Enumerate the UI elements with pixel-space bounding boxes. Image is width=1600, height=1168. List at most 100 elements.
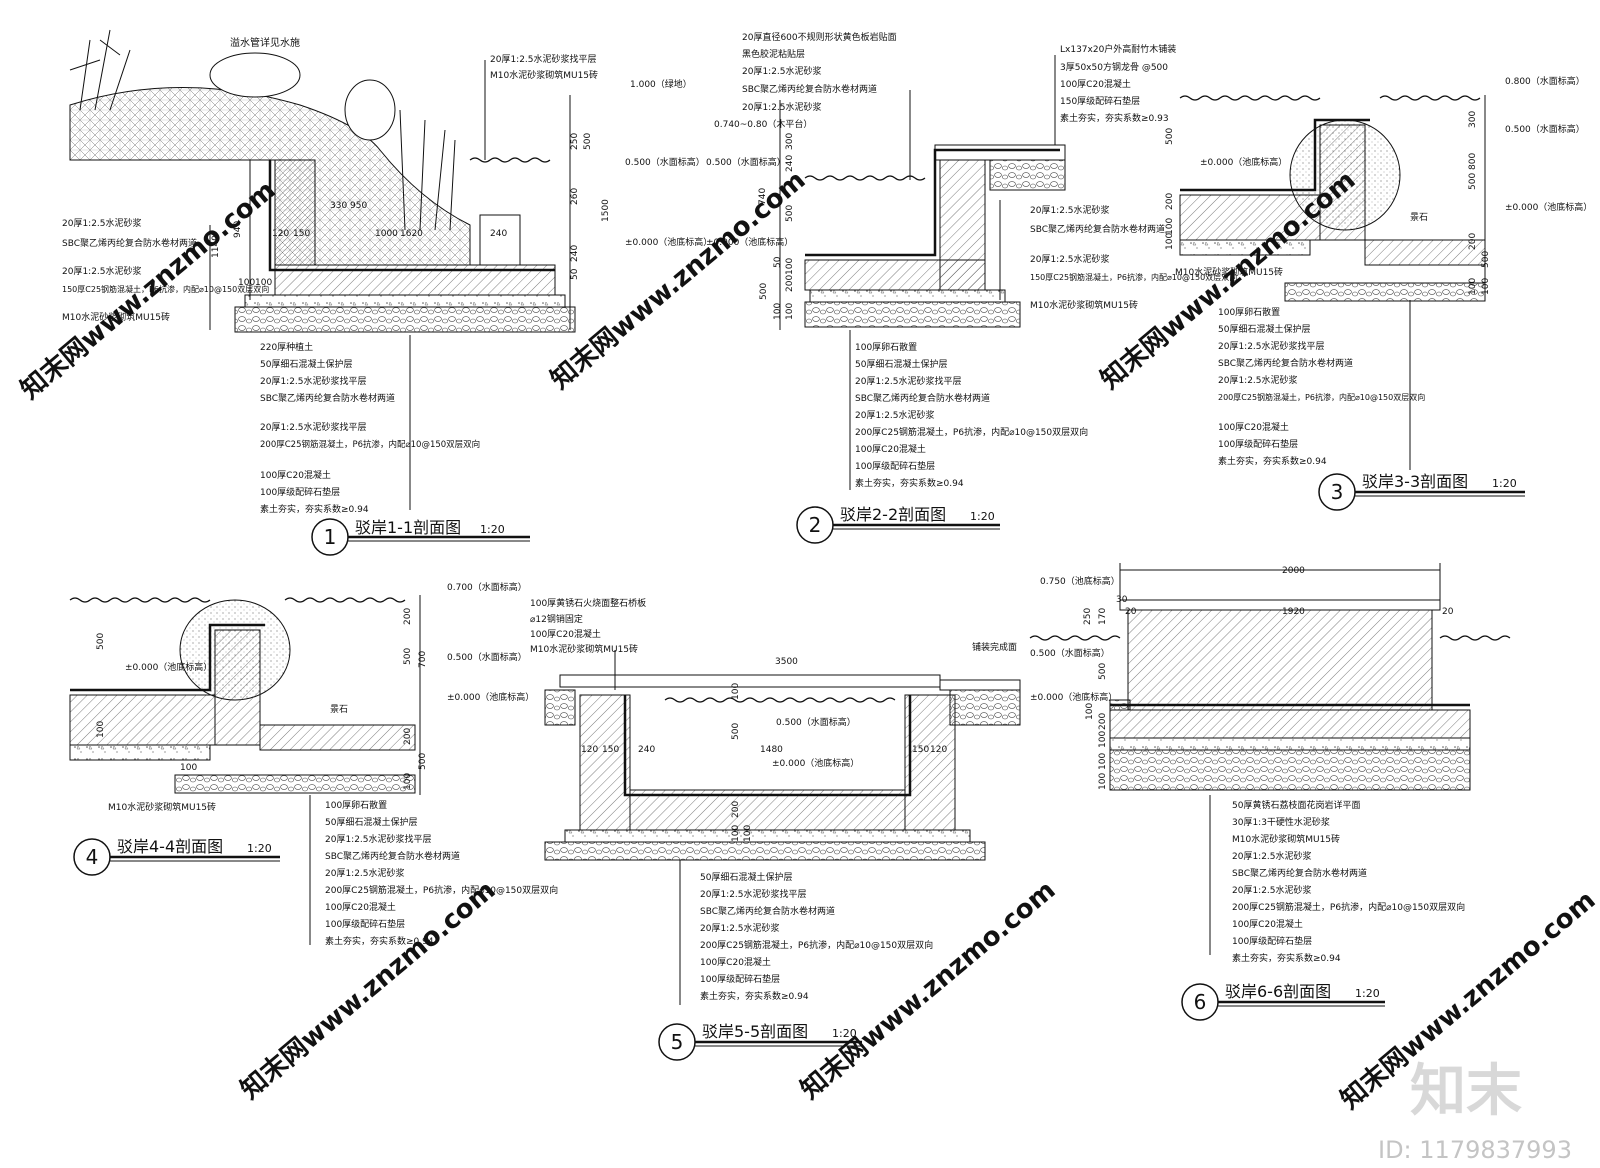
left-note: 20厚1:2.5水泥砂浆	[62, 217, 142, 229]
gravel-2	[804, 301, 1021, 328]
level-label: ±0.000（池底标高）	[1030, 691, 1117, 703]
pond-base-4	[69, 694, 216, 746]
bottom-note: 20厚1:2.5水泥砂浆	[1232, 850, 1312, 862]
bottom-note: 100厚级配碎石垫层	[700, 973, 780, 985]
dim: 200	[785, 275, 795, 292]
dim: 2000	[1282, 566, 1305, 576]
dim: 250	[570, 133, 580, 150]
dim: 50	[570, 268, 580, 280]
bottom-note: 200厚C25钢筋混凝土，P6抗渗，内配⌀10@150双层双向	[700, 939, 933, 951]
base-right-3	[1364, 239, 1486, 266]
bottom-note: SBC聚乙烯丙纶复合防水卷材两道	[700, 905, 835, 917]
section-1	[69, 29, 576, 556]
dim: 120	[272, 229, 289, 239]
section-scale: 1:20	[970, 510, 995, 523]
c20-1	[244, 294, 566, 308]
bottom-note: 20厚1:2.5水泥砂浆找平层	[325, 833, 432, 845]
left-note: SBC聚乙烯丙纶复合防水卷材两道	[62, 237, 197, 249]
dim: 300	[1468, 111, 1478, 128]
level-label: 1.000（绿地）	[630, 78, 692, 90]
stone-label: 景石	[1410, 212, 1428, 223]
water-line-5	[664, 697, 896, 703]
right-note: SBC聚乙烯丙纶复合防水卷材两道	[1030, 223, 1165, 235]
left-note: 150厚C25钢筋混凝土，P6抗渗，内配⌀10@150双层双向	[62, 284, 269, 294]
right-note: 铺装完成面	[972, 641, 1017, 653]
gravel-5	[544, 841, 986, 861]
water-line-4b	[284, 597, 406, 603]
dim: 100	[1098, 773, 1108, 790]
bottom-note: 100厚级配碎石垫层	[1218, 438, 1298, 450]
bottom-note: 50厚细石混凝土保护层	[325, 816, 417, 828]
base-6	[1109, 709, 1471, 739]
dim: 200	[1098, 713, 1108, 730]
dim: 240	[785, 155, 795, 172]
bottom-note: 100厚C20混凝土	[700, 956, 771, 968]
water-line-6b	[1439, 635, 1511, 641]
wall-3	[1319, 124, 1366, 241]
base-right-4	[259, 724, 416, 751]
section-title: 驳岸3-3剖面图	[1362, 472, 1468, 491]
dim: 100	[773, 303, 783, 320]
dim: 100	[1098, 753, 1108, 770]
watermark-id: ID: 1179837993	[1378, 1136, 1572, 1164]
left-note: M10水泥砂浆砌筑MU15砖	[1175, 266, 1283, 278]
membrane-3	[1180, 118, 1370, 192]
dim: 100	[785, 258, 795, 275]
dim: 150	[293, 229, 310, 239]
gravel-6	[1109, 749, 1471, 791]
bottom-note: 20厚1:2.5水泥砂浆	[325, 867, 405, 879]
dim: 1000	[375, 229, 398, 239]
dim: 100	[96, 721, 106, 738]
dim: 30	[1116, 595, 1128, 605]
gravel-right-5	[949, 689, 1021, 726]
dim: 300	[785, 133, 795, 150]
dim: 500	[96, 633, 106, 650]
water-line-6	[1029, 635, 1121, 641]
level-label: ±0.000（池底标高）	[1505, 201, 1592, 213]
dim: 3500	[775, 657, 798, 667]
bottom-note: 100厚卵石散置	[1218, 306, 1280, 318]
dim: 100	[255, 278, 272, 288]
dim: 1140	[211, 235, 221, 258]
paving-right-5	[939, 679, 1021, 691]
bottom-note: SBC聚乙烯丙纶复合防水卷材两道	[1232, 867, 1367, 879]
left-note: M10水泥砂浆砌筑MU15砖	[62, 311, 170, 323]
bridge-slab-5	[559, 674, 941, 688]
section-title: 驳岸1-1剖面图	[355, 518, 461, 537]
top-note: ⌀12钢销固定	[530, 613, 583, 625]
bottom-note: 100厚级配碎石垫层	[855, 460, 935, 472]
bottom-note: 20厚1:2.5水泥砂浆找平层	[855, 375, 962, 387]
dim: 200	[731, 801, 741, 818]
c20-3	[1179, 239, 1311, 256]
dim: 1500	[601, 199, 611, 222]
stone-label: 景石	[330, 704, 348, 715]
bottom-note: SBC聚乙烯丙纶复合防水卷材两道	[260, 392, 395, 404]
right-note: 150厚C25钢筋混凝土，P6抗渗，内配⌀10@150双层双向	[1030, 272, 1237, 282]
bottom-note: 50厚细石混凝土保护层	[260, 358, 352, 370]
dim: 250	[1083, 608, 1093, 625]
bottom-note: 100厚C20混凝土	[855, 443, 926, 455]
bottom-note: 素土夯实，夯实系数≥0.94	[260, 503, 369, 515]
right-top-note: 150厚级配碎石垫层	[1060, 95, 1140, 107]
dim: 240	[570, 245, 580, 262]
bottom-note: 素土夯实，夯实系数≥0.94	[1218, 455, 1327, 467]
bottom-note: 20厚1:2.5水泥砂浆找平层	[700, 888, 807, 900]
dim: 500	[1468, 173, 1478, 190]
wall-1	[274, 159, 316, 266]
level-label: 0.500（水面标高）	[706, 156, 786, 168]
c20-5	[564, 829, 971, 843]
dim: 100	[1468, 278, 1478, 295]
dim: 150	[912, 745, 929, 755]
c20-6	[1109, 737, 1471, 751]
bottom-note: 220厚种植土	[260, 341, 313, 353]
dim: 100	[743, 825, 753, 842]
right-note: 20厚1:2.5水泥砂浆	[1030, 253, 1110, 265]
dim: 100	[238, 278, 255, 288]
bottom-note: SBC聚乙烯丙纶复合防水卷材两道	[1218, 357, 1353, 369]
level-label: 0.750（池底标高）	[1040, 575, 1120, 587]
dim: 240	[490, 229, 507, 239]
dim: 940	[233, 221, 243, 238]
top-note: 100厚C20混凝土	[530, 628, 601, 640]
water-line-1	[469, 157, 551, 163]
dim: 100	[1085, 703, 1095, 720]
